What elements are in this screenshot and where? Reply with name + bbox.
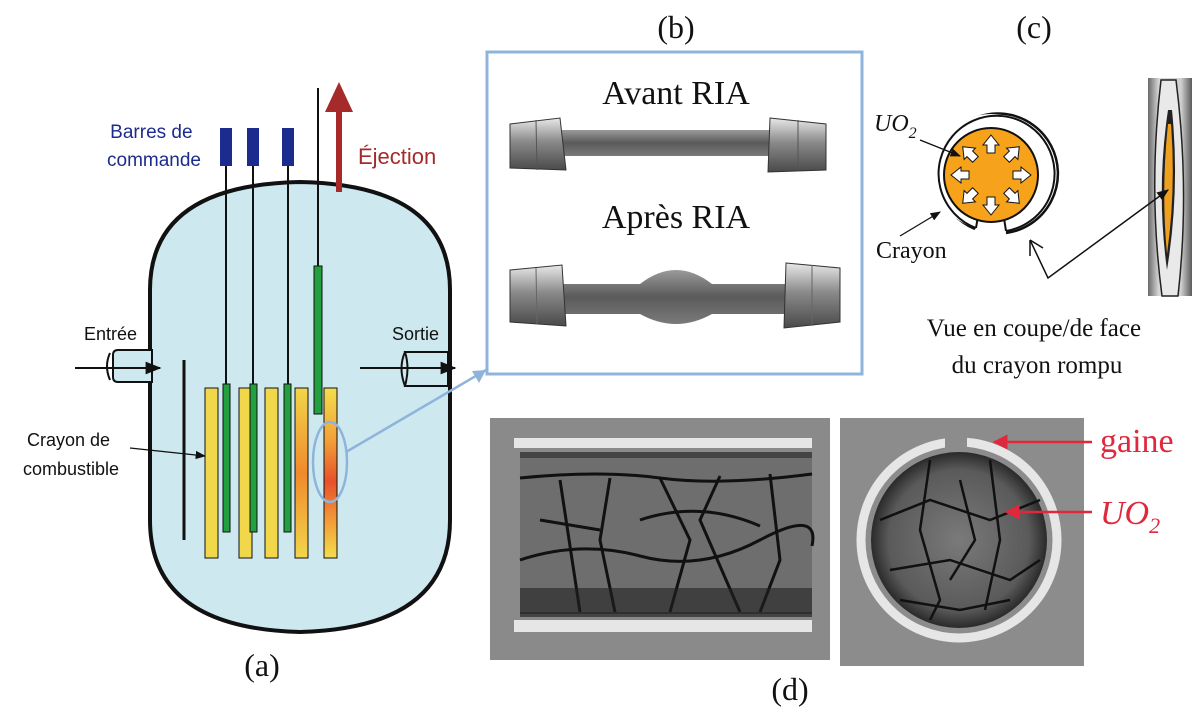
uo2-label: UO2 <box>874 111 917 142</box>
longitudinal-micrograph-image <box>490 418 830 660</box>
fuel-rod-pointer <box>129 447 207 460</box>
specimen-after-image <box>509 262 841 329</box>
control-rod-drive-1 <box>220 128 232 166</box>
fuel-rod-label: Crayon de combustible <box>23 430 119 479</box>
transverse-micrograph-image <box>840 418 1084 666</box>
panel-d-label: (d) <box>771 671 808 707</box>
control-rod <box>222 383 231 533</box>
fuel-rod <box>204 387 219 559</box>
cladding-label: gaine <box>1100 423 1174 460</box>
after-ria-label: Après RIA <box>602 199 751 236</box>
control-rods-label: Barres de commande <box>107 122 201 171</box>
panel-b-specimens: (b) Avant RIA Après RIA <box>485 9 864 376</box>
specimen-before-image <box>509 117 827 173</box>
outlet-label: Sortie <box>392 324 439 344</box>
panel-a-label: (a) <box>244 647 280 683</box>
ejection-arrow-icon <box>325 82 353 192</box>
outlet-pipe <box>360 351 457 387</box>
panel-c-label: (c) <box>1016 9 1052 45</box>
section-caption: Vue en coupe/de face du crayon rompu <box>927 315 1148 379</box>
rod-label: Crayon <box>876 238 947 264</box>
control-rod-drive-2 <box>247 128 259 166</box>
ejection-label: Éjection <box>358 144 436 169</box>
fuel-rod-hot <box>323 387 338 559</box>
panel-d-micrographs: gaine UO2 (d) <box>490 418 1174 707</box>
section-to-side-connector <box>1029 189 1169 280</box>
inlet-pipe <box>75 349 162 383</box>
inlet-label: Entrée <box>84 324 137 344</box>
zoom-connector <box>345 368 487 454</box>
panel-b-label: (b) <box>657 9 694 45</box>
expansion-arrows-icon <box>950 134 1032 216</box>
panel-a-reactor: Barres de commande Éjection Entrée Sorti… <box>23 82 487 683</box>
fuel-rod-warm <box>294 387 309 559</box>
before-ria-label: Avant RIA <box>602 75 750 112</box>
control-rod <box>249 383 258 533</box>
fuel-rod <box>264 387 279 559</box>
control-rod <box>283 383 292 533</box>
ejected-control-rod <box>313 265 323 415</box>
hot-rod-highlight <box>311 420 349 504</box>
rod-side-view <box>1148 78 1192 297</box>
uo2-section-label: UO2 <box>1100 495 1160 538</box>
control-rod-drive-3 <box>282 128 294 166</box>
panel-c-cross-section: (c) UO2 Crayon <box>874 9 1192 379</box>
